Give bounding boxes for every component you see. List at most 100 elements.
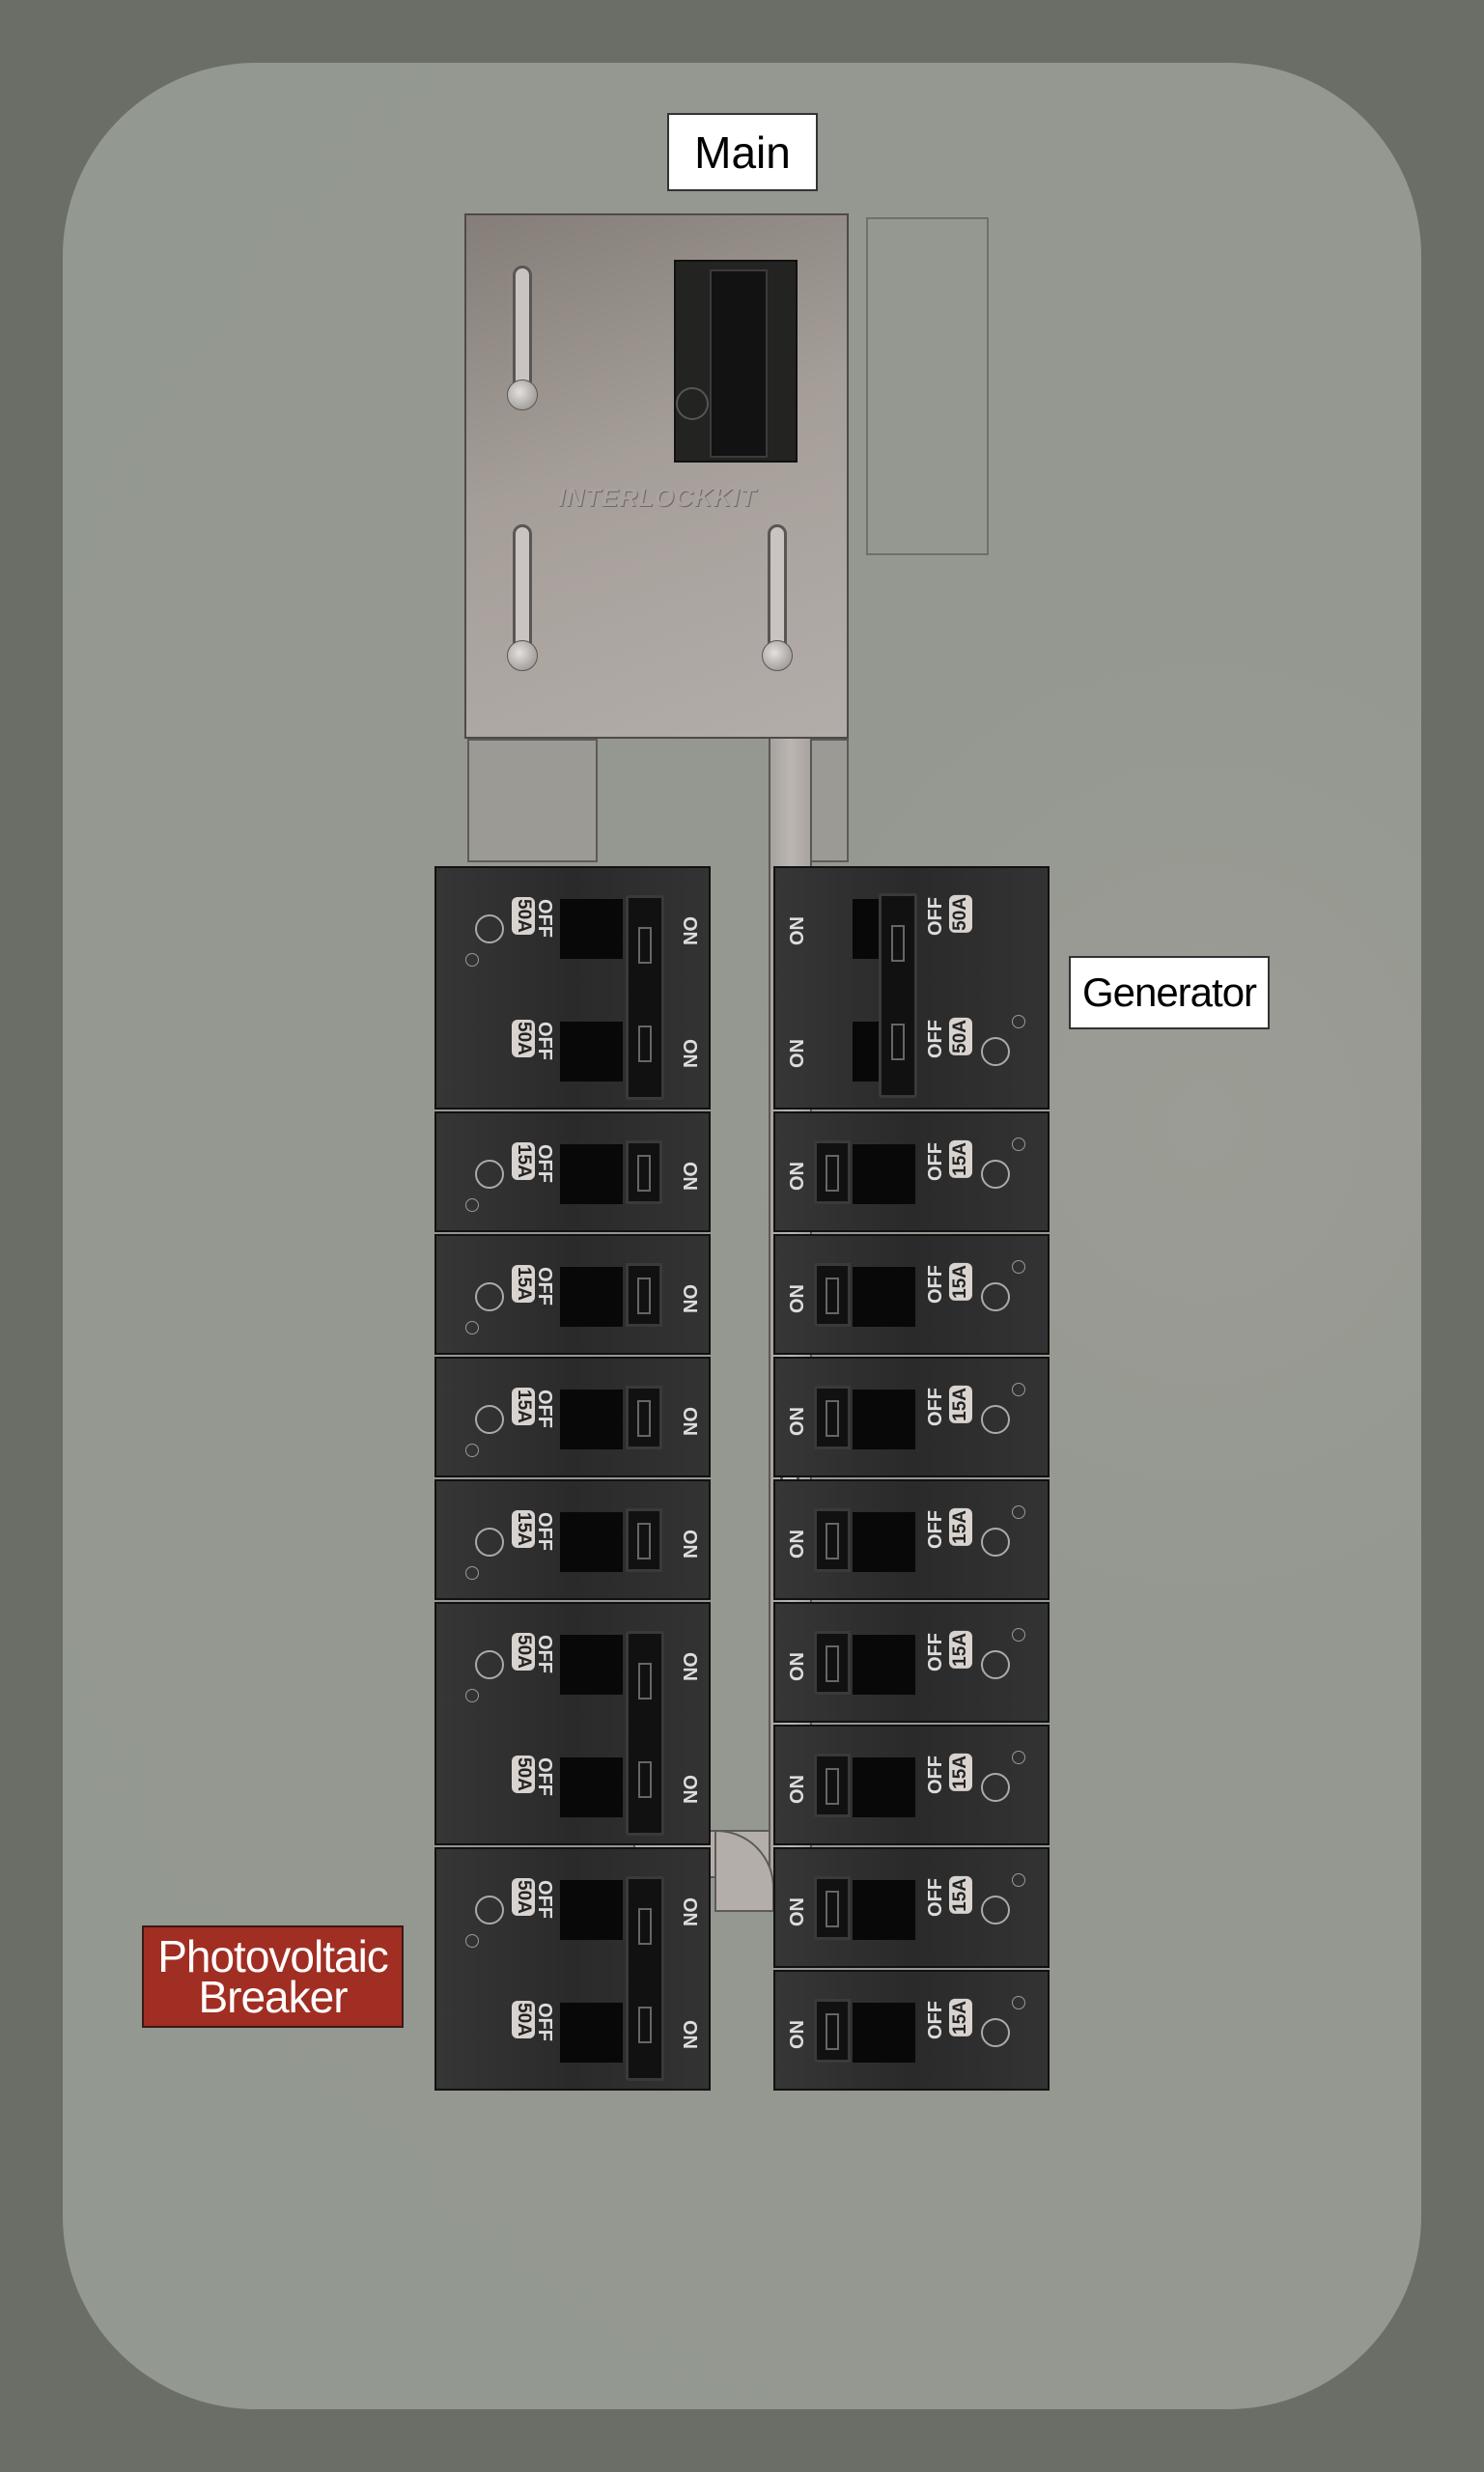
amp-rating: 15A <box>949 1754 972 1791</box>
amp-rating: 15A <box>949 1386 972 1423</box>
amp-rating: 50A <box>512 2001 535 2038</box>
off-text: OFF <box>925 1142 946 1181</box>
amp-rating: 15A <box>512 1142 535 1180</box>
off-text: OFF <box>925 1510 946 1549</box>
breaker-handle[interactable] <box>626 1508 662 1572</box>
amp-rating: 15A <box>949 1631 972 1669</box>
ul-mark-icon <box>1012 1873 1025 1887</box>
ge-logo-icon <box>475 1282 504 1311</box>
off-text: OFF <box>534 1880 555 1919</box>
handle-window <box>826 2013 839 2050</box>
handle-slot <box>560 1022 623 1082</box>
handle-slot <box>853 1512 915 1572</box>
breaker-handle[interactable] <box>814 1876 851 1940</box>
on-text: ON <box>679 1162 700 1191</box>
ge-logo-icon <box>475 1405 504 1434</box>
handle-window <box>637 1523 651 1559</box>
breaker-handle[interactable] <box>814 1263 851 1327</box>
ge-logo-icon <box>981 1037 1010 1066</box>
handle-slot <box>853 1390 915 1449</box>
handle-slot <box>853 1635 915 1695</box>
ge-logo-icon <box>981 1160 1010 1189</box>
breaker-handle[interactable] <box>814 1999 851 2063</box>
amp-rating: 15A <box>949 1999 972 2037</box>
plate-screw <box>507 640 538 671</box>
generator-label: Generator <box>1069 956 1270 1029</box>
off-text: OFF <box>534 1635 555 1673</box>
amp-rating: 15A <box>512 1265 535 1303</box>
ge-logo-icon <box>981 1773 1010 1802</box>
amp-rating: 50A <box>512 1878 535 1916</box>
off-text: OFF <box>925 2001 946 2039</box>
off-text: OFF <box>534 1144 555 1183</box>
off-text: OFF <box>534 2003 555 2041</box>
handle-window <box>638 927 652 964</box>
amp-rating: 50A <box>949 1018 972 1055</box>
plate-screw <box>762 640 793 671</box>
tied-handle[interactable] <box>626 895 664 1100</box>
handle-window <box>826 1645 839 1682</box>
tied-handle[interactable] <box>879 893 917 1098</box>
off-text: OFF <box>534 1022 555 1060</box>
on-text: ON <box>787 1530 808 1559</box>
handle-window <box>826 1891 839 1927</box>
on-text: ON <box>787 1162 808 1191</box>
ul-mark-icon <box>465 1934 479 1948</box>
amp-rating: 50A <box>512 1756 535 1793</box>
off-text: OFF <box>534 899 555 938</box>
tied-handle[interactable] <box>626 1631 664 1836</box>
ul-mark-icon <box>465 1444 479 1457</box>
plate-tab-left <box>467 739 598 862</box>
amp-rating: 50A <box>949 895 972 933</box>
breaker-handle[interactable] <box>814 1386 851 1449</box>
main-breaker[interactable] <box>674 260 798 463</box>
amp-rating: 15A <box>949 1140 972 1178</box>
handle-window <box>826 1523 839 1559</box>
breaker-handle[interactable] <box>814 1508 851 1572</box>
ul-mark-icon <box>1012 1628 1025 1642</box>
ul-mark-icon <box>1012 1383 1025 1396</box>
breaker-handle[interactable] <box>814 1140 851 1204</box>
ul-mark-icon <box>1012 1751 1025 1764</box>
breaker-handle[interactable] <box>814 1631 851 1695</box>
amp-rating: 15A <box>512 1510 535 1548</box>
on-text: ON <box>679 2020 700 2049</box>
breaker-handle[interactable] <box>626 1140 662 1204</box>
amp-rating: 15A <box>512 1388 535 1425</box>
handle-slot <box>560 1757 623 1817</box>
amp-rating: 15A <box>949 1876 972 1914</box>
breaker-handle[interactable] <box>626 1263 662 1327</box>
ul-mark-icon <box>1012 1260 1025 1274</box>
ul-mark-icon <box>465 1198 479 1212</box>
ge-logo-icon <box>981 1282 1010 1311</box>
off-text: OFF <box>534 1267 555 1306</box>
pv-label-line1: Photovoltaic <box>157 1931 389 1981</box>
handle-window <box>638 1663 652 1700</box>
off-text: OFF <box>534 1390 555 1428</box>
breaker-handle[interactable] <box>626 1386 662 1449</box>
on-text: ON <box>679 1897 700 1926</box>
breaker-handle[interactable] <box>814 1754 851 1817</box>
tied-handle[interactable] <box>626 1876 664 2081</box>
on-text: ON <box>679 1039 700 1068</box>
main-breaker-handle[interactable] <box>710 269 768 458</box>
amp-rating: 50A <box>512 897 535 935</box>
off-text: OFF <box>534 1757 555 1796</box>
handle-slot <box>560 2003 623 2063</box>
amp-rating: 50A <box>512 1020 535 1057</box>
main-label: Main <box>667 113 818 191</box>
off-text: OFF <box>925 1388 946 1426</box>
handle-slot <box>560 1390 623 1449</box>
ge-logo-icon <box>981 1896 1010 1924</box>
